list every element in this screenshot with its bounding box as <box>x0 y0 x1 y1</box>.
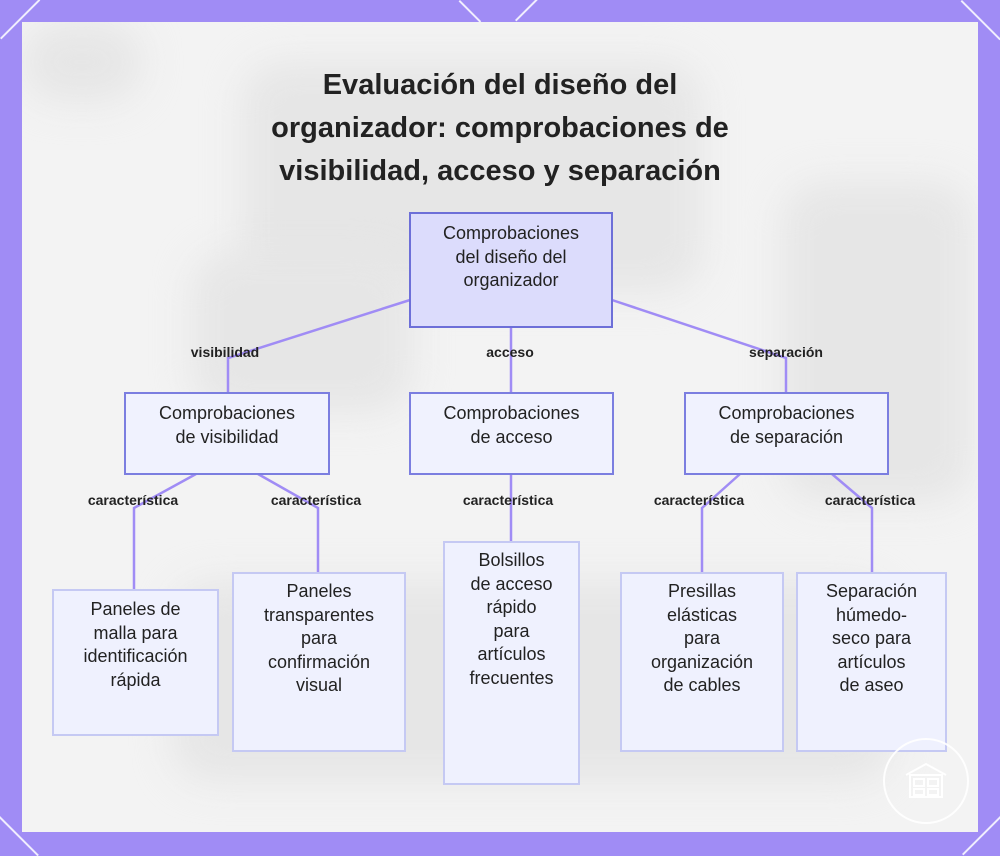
node-line: rápido <box>469 596 553 620</box>
node-line: identificación <box>83 645 187 669</box>
node-separacion: Comprobaciones de separación <box>684 392 889 475</box>
edge-label-caracteristica: característica <box>271 492 361 508</box>
node-line: rápida <box>83 669 187 693</box>
edge-label-acceso: acceso <box>486 344 533 360</box>
node-line: seco para <box>826 627 917 651</box>
node-line: para <box>469 620 553 644</box>
node-line: malla para <box>83 622 187 646</box>
node-line: organizador <box>443 269 579 293</box>
edge-label-caracteristica: característica <box>463 492 553 508</box>
node-line: Paneles de <box>83 598 187 622</box>
connector-leaf-5 <box>832 474 872 572</box>
connector-leaf-2 <box>258 474 318 572</box>
node-line: de aseo <box>826 674 917 698</box>
node-line: Comprobaciones <box>159 402 295 426</box>
node-line: visual <box>264 674 374 698</box>
node-line: para <box>651 627 753 651</box>
node-line: de acceso <box>469 573 553 597</box>
node-line: Paneles <box>264 580 374 604</box>
node-line: húmedo- <box>826 604 917 628</box>
leaf-bolsillos: Bolsillos de acceso rápido para artículo… <box>443 541 580 785</box>
node-acceso: Comprobaciones de acceso <box>409 392 614 475</box>
node-line: frecuentes <box>469 667 553 691</box>
edge-label-separacion: separación <box>749 344 823 360</box>
leaf-separacion: Separación húmedo- seco para artículos d… <box>796 572 947 752</box>
node-line: artículos <box>469 643 553 667</box>
node-line: transparentes <box>264 604 374 628</box>
root-node: Comprobaciones del diseño del organizado… <box>409 212 613 328</box>
edge-label-caracteristica: característica <box>825 492 915 508</box>
node-line: Separación <box>826 580 917 604</box>
node-line: de separación <box>718 426 854 450</box>
node-line: Comprobaciones <box>443 402 579 426</box>
node-line: organización <box>651 651 753 675</box>
node-line: artículos <box>826 651 917 675</box>
leaf-paneles-transparentes: Paneles transparentes para confirmación … <box>232 572 406 752</box>
edge-label-caracteristica: característica <box>654 492 744 508</box>
node-line: Comprobaciones <box>718 402 854 426</box>
node-line: del diseño del <box>443 246 579 270</box>
leaf-paneles-malla: Paneles de malla para identificación ráp… <box>52 589 219 736</box>
node-line: confirmación <box>264 651 374 675</box>
node-line: elásticas <box>651 604 753 628</box>
node-visibilidad: Comprobaciones de visibilidad <box>124 392 330 475</box>
edge-label-caracteristica: característica <box>88 492 178 508</box>
node-line: Presillas <box>651 580 753 604</box>
node-line: de visibilidad <box>159 426 295 450</box>
house-grid-icon <box>883 738 969 824</box>
node-line: para <box>264 627 374 651</box>
leaf-presillas: Presillas elásticas para organización de… <box>620 572 784 752</box>
node-line: Comprobaciones <box>443 222 579 246</box>
edge-label-visibilidad: visibilidad <box>191 344 259 360</box>
node-line: Bolsillos <box>469 549 553 573</box>
node-line: de acceso <box>443 426 579 450</box>
node-line: de cables <box>651 674 753 698</box>
connector-leaf-4 <box>702 474 740 572</box>
